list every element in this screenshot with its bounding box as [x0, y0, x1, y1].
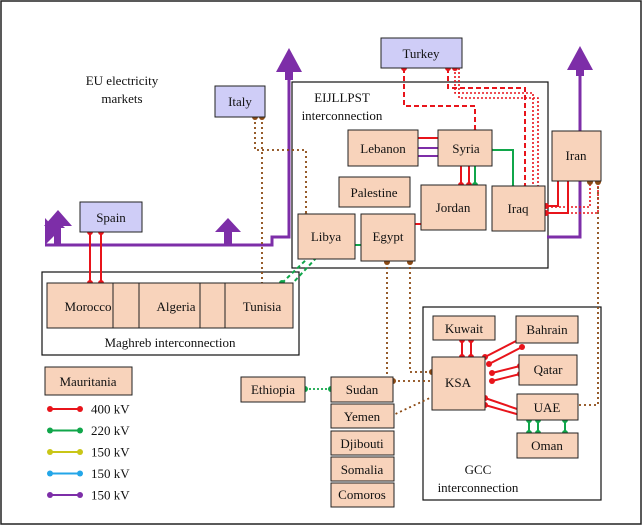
eu-markets-label-1: EU electricity	[86, 73, 159, 88]
legend-entry: 150 kV	[47, 466, 130, 481]
legend-swatch-dot	[77, 449, 83, 455]
svg-text:Djibouti: Djibouti	[340, 436, 384, 451]
svg-text:Libya: Libya	[311, 229, 342, 244]
legend-label: 150 kV	[91, 445, 130, 460]
node-turkey: Turkey	[380, 37, 463, 69]
arrow-stem	[224, 228, 232, 245]
node-algeria: Algeria	[157, 299, 196, 314]
legend-swatch-dot	[47, 406, 53, 412]
maghreb-region-box	[41, 271, 300, 356]
node-iraq: Iraq	[491, 185, 546, 232]
node-iran: Iran	[551, 130, 602, 182]
legend-swatch-dot	[47, 449, 53, 455]
svg-text:Sudan: Sudan	[346, 382, 379, 397]
node-qatar: Qatar	[518, 354, 578, 386]
arrow-up-icon	[44, 210, 72, 226]
svg-text:Kuwait: Kuwait	[445, 321, 484, 336]
svg-text:KSA: KSA	[445, 375, 472, 390]
eijllpst-label-1: EIJLLPST	[314, 90, 370, 105]
node-mauritania: Mauritania	[44, 366, 133, 396]
arrow-up-icon	[215, 218, 241, 232]
svg-text:Mauritania: Mauritania	[59, 374, 116, 389]
node-uae: UAE	[516, 393, 579, 421]
arrow-stem	[54, 223, 61, 245]
svg-text:Iraq: Iraq	[508, 201, 529, 216]
node-comoros: Comoros	[330, 482, 395, 508]
arrow-stem	[285, 66, 293, 80]
legend-swatch-dot	[77, 492, 83, 498]
legend-label: 400 kV	[91, 402, 130, 417]
gcc-region-box	[422, 306, 602, 501]
svg-text:Lebanon: Lebanon	[360, 141, 406, 156]
node-ethiopia: Ethiopia	[240, 376, 306, 403]
legend-swatch-dot	[47, 427, 53, 434]
eu-markets-label-2: markets	[101, 91, 142, 106]
svg-text:Comoros: Comoros	[338, 487, 386, 502]
svg-text:Italy: Italy	[228, 94, 252, 109]
node-somalia: Somalia	[330, 456, 395, 482]
gcc-label-1: GCC	[465, 462, 492, 477]
maghreb-label: Maghreb interconnection	[104, 335, 236, 350]
node-ksa: KSA	[431, 356, 486, 411]
node-syria: Syria	[437, 129, 493, 167]
node-morocco: Morocco	[65, 299, 112, 314]
eijllpst-label-2: interconnection	[302, 108, 383, 123]
svg-text:Egypt: Egypt	[372, 229, 403, 244]
node-oman: Oman	[516, 432, 579, 459]
eijllpst-region-box	[291, 81, 549, 269]
node-sudan: Sudan	[330, 376, 394, 403]
svg-text:Yemen: Yemen	[344, 409, 381, 424]
svg-text:Palestine: Palestine	[351, 185, 398, 200]
node-lebanon: Lebanon	[347, 129, 419, 167]
brown-dotted-links	[254, 117, 599, 417]
arrow-stem	[576, 64, 584, 76]
legend-entry: 150 kV	[47, 488, 130, 503]
svg-text:Iran: Iran	[566, 148, 587, 163]
legend-swatch-dot	[77, 470, 83, 477]
node-djibouti: Djibouti	[330, 430, 395, 456]
svg-text:Spain: Spain	[96, 210, 126, 225]
legend-entry: 150 kV	[47, 445, 130, 460]
node-italy: Italy	[214, 85, 266, 118]
node-yemen: Yemen	[330, 403, 395, 429]
svg-text:Oman: Oman	[531, 438, 563, 453]
node-bahrain: Bahrain	[515, 315, 579, 344]
arrow-up-icon	[276, 48, 302, 72]
arrow-up-icon	[567, 46, 593, 70]
svg-text:Turkey: Turkey	[402, 46, 440, 61]
svg-text:Syria: Syria	[452, 141, 480, 156]
legend-label: 150 kV	[91, 466, 130, 481]
legend-swatch-dot	[77, 427, 83, 434]
svg-text:Bahrain: Bahrain	[526, 322, 568, 337]
svg-text:UAE: UAE	[534, 400, 561, 415]
gcc-label-2: interconnection	[438, 480, 519, 495]
turkey-dashed-links	[403, 68, 526, 188]
node-maghreb-row	[46, 282, 294, 329]
node-libya: Libya	[297, 213, 356, 260]
legend-swatch-dot	[77, 406, 83, 412]
svg-text:Jordan: Jordan	[436, 200, 471, 215]
svg-text:Somalia: Somalia	[341, 462, 384, 477]
node-tunisia: Tunisia	[243, 299, 282, 314]
legend-swatch-dot	[47, 492, 53, 498]
svg-text:Qatar: Qatar	[534, 362, 564, 377]
legend-entry: 220 kV	[47, 423, 130, 438]
node-palestine: Palestine	[338, 176, 411, 208]
node-jordan: Jordan	[420, 184, 487, 231]
legend-entry: 400 kV	[47, 402, 130, 417]
svg-text:Ethiopia: Ethiopia	[251, 382, 295, 397]
node-egypt: Egypt	[360, 213, 416, 262]
node-spain: Spain	[79, 201, 143, 233]
legend-label: 220 kV	[91, 423, 130, 438]
node-kuwait: Kuwait	[432, 315, 496, 341]
legend: 400 kV 220 kV 150 kV 150 kV 150 kV	[47, 402, 130, 503]
legend-swatch-dot	[47, 470, 53, 477]
legend-label: 150 kV	[91, 488, 130, 503]
